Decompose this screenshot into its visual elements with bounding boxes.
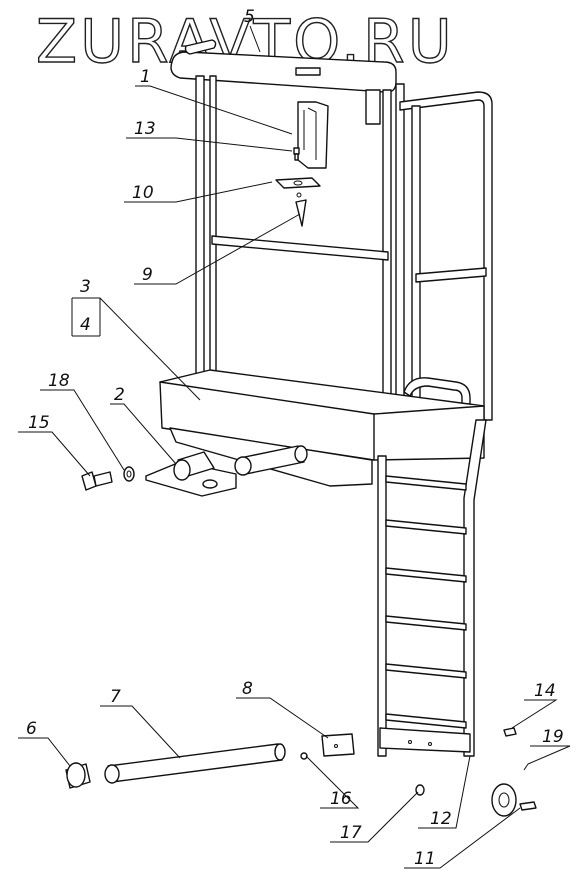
callout-14: 14 (534, 681, 556, 701)
part-7-tube (104, 743, 286, 784)
part-1-bracket (297, 101, 329, 169)
callout-2: 2 (114, 385, 125, 405)
callout-10: 10 (132, 183, 154, 203)
callout-9: 9 (142, 265, 153, 285)
callout-8: 8 (242, 679, 253, 699)
callout-16: 16 (330, 789, 352, 809)
leader-lines (18, 25, 571, 869)
upper-railing-frame (170, 51, 493, 421)
part-10-plate (275, 177, 321, 198)
part-15-bolt (81, 471, 113, 491)
callout-19: 19 (542, 727, 564, 747)
callout-13: 13 (134, 119, 156, 139)
part-18-washer (123, 466, 135, 482)
callout-6: 6 (26, 719, 37, 739)
callout-12: 12 (430, 809, 452, 829)
callout-labels: 5 1 13 10 9 3 4 18 2 15 8 7 6 16 17 12 1… (26, 7, 564, 869)
part-11-bolt (519, 801, 537, 811)
ladder (377, 419, 487, 757)
callout-4: 4 (80, 315, 91, 335)
part-8-plate (321, 733, 355, 757)
callout-1: 1 (140, 67, 151, 87)
part-19-pin (523, 763, 529, 771)
part-6-bushing (65, 762, 91, 789)
callout-17: 17 (340, 823, 362, 843)
callout-18: 18 (48, 371, 70, 391)
callout-5: 5 (244, 7, 255, 27)
callout-15: 15 (28, 413, 50, 433)
callout-7: 7 (110, 687, 121, 707)
part-12-wheel (491, 783, 517, 817)
watermark-text: ZURAVTO.RU (36, 7, 455, 77)
part-2-hinge (145, 445, 308, 497)
part-13-bolt (293, 147, 300, 161)
part-14-pin (503, 727, 517, 737)
callout-3: 3 (80, 277, 91, 297)
part-5-pin (184, 39, 217, 55)
part-9-wedge (295, 199, 307, 227)
part-16-nut (300, 752, 308, 760)
callout-11: 11 (414, 849, 436, 869)
